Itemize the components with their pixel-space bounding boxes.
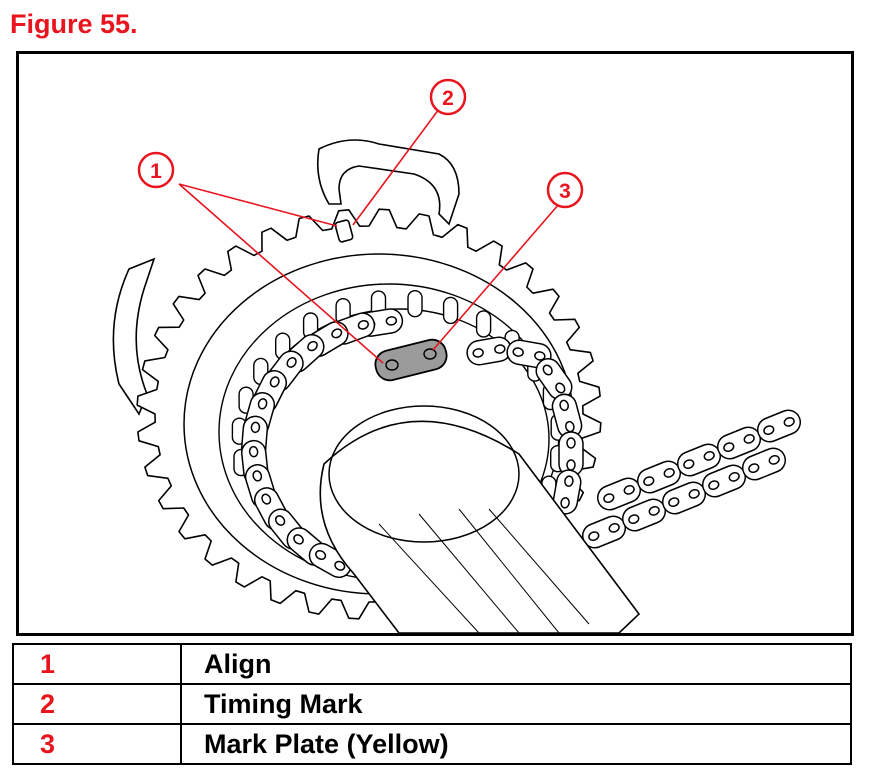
- callout-3-label: 3: [559, 180, 571, 203]
- timing-chain-diagram: 1 2 3: [16, 51, 854, 636]
- callout-3: 3: [546, 171, 584, 209]
- leader-lines: [178, 108, 560, 364]
- legend-label: Align: [180, 643, 852, 685]
- legend-number: 1: [12, 643, 182, 685]
- legend-number: 3: [12, 723, 182, 765]
- callout-1-label: 1: [150, 160, 162, 183]
- legend-row: 1 Align: [12, 643, 852, 685]
- cam-housing-left: [112, 257, 156, 416]
- legend-label: Mark Plate (Yellow): [180, 723, 852, 765]
- legend-row: 2 Timing Mark: [12, 683, 852, 725]
- figure-title: Figure 55.: [10, 9, 138, 39]
- callout-2: 2: [429, 78, 467, 116]
- mark-plate: [374, 338, 448, 382]
- timing-chain: [240, 308, 802, 579]
- legend-table: 1 Align 2 Timing Mark 3 Mark Plate (Yell…: [12, 643, 852, 765]
- legend-label: Timing Mark: [180, 683, 852, 725]
- camshaft: [319, 405, 641, 633]
- callout-2-label: 2: [442, 87, 454, 110]
- legend-number: 2: [12, 683, 182, 725]
- cam-housing-back: [316, 139, 460, 226]
- callout-1: 1: [137, 151, 175, 189]
- legend-row: 3 Mark Plate (Yellow): [12, 723, 852, 765]
- diagram-canvas: 1 2 3: [112, 78, 802, 633]
- timing-mark: [334, 219, 354, 243]
